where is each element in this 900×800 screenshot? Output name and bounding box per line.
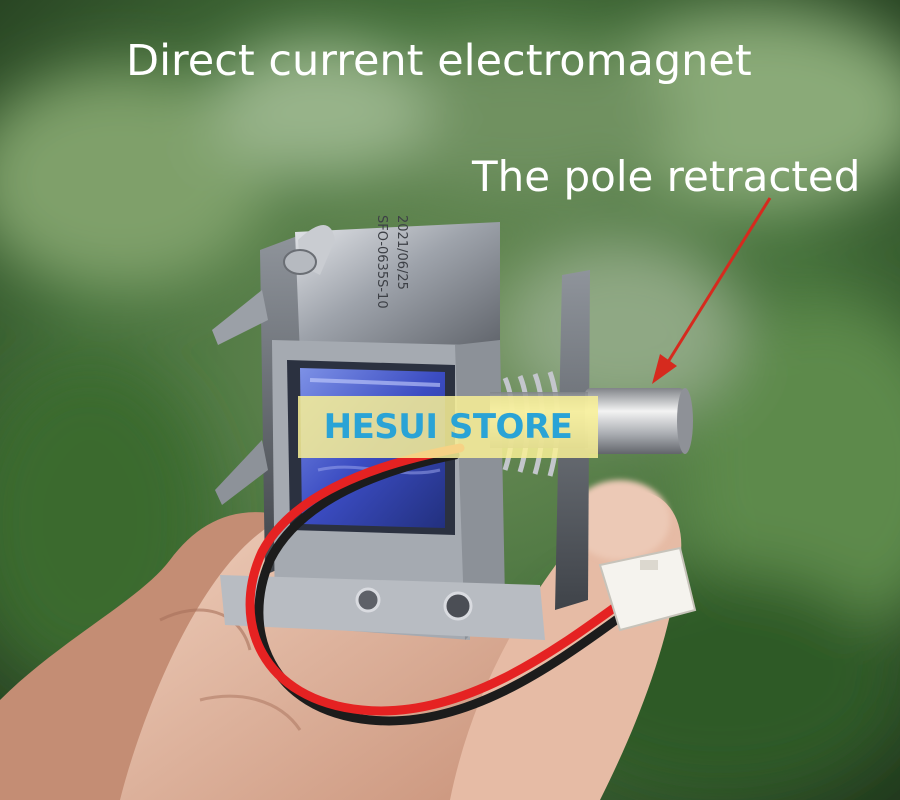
- pole-annotation-label: The pole retracted: [472, 152, 861, 201]
- pointer-arrow: [652, 197, 772, 384]
- plunger-pole: [585, 388, 685, 454]
- store-watermark: HESUI STORE: [298, 396, 598, 458]
- device-model-marking: SFO-0635S-10: [374, 215, 389, 309]
- device-date-marking: 2021/06/25: [394, 215, 409, 290]
- wire-connector: [598, 546, 697, 632]
- image-title: Direct current electromagnet: [126, 36, 752, 86]
- device-markings: SFO-0635S-10 2021/06/25: [374, 215, 409, 309]
- lead-wires: [245, 443, 635, 726]
